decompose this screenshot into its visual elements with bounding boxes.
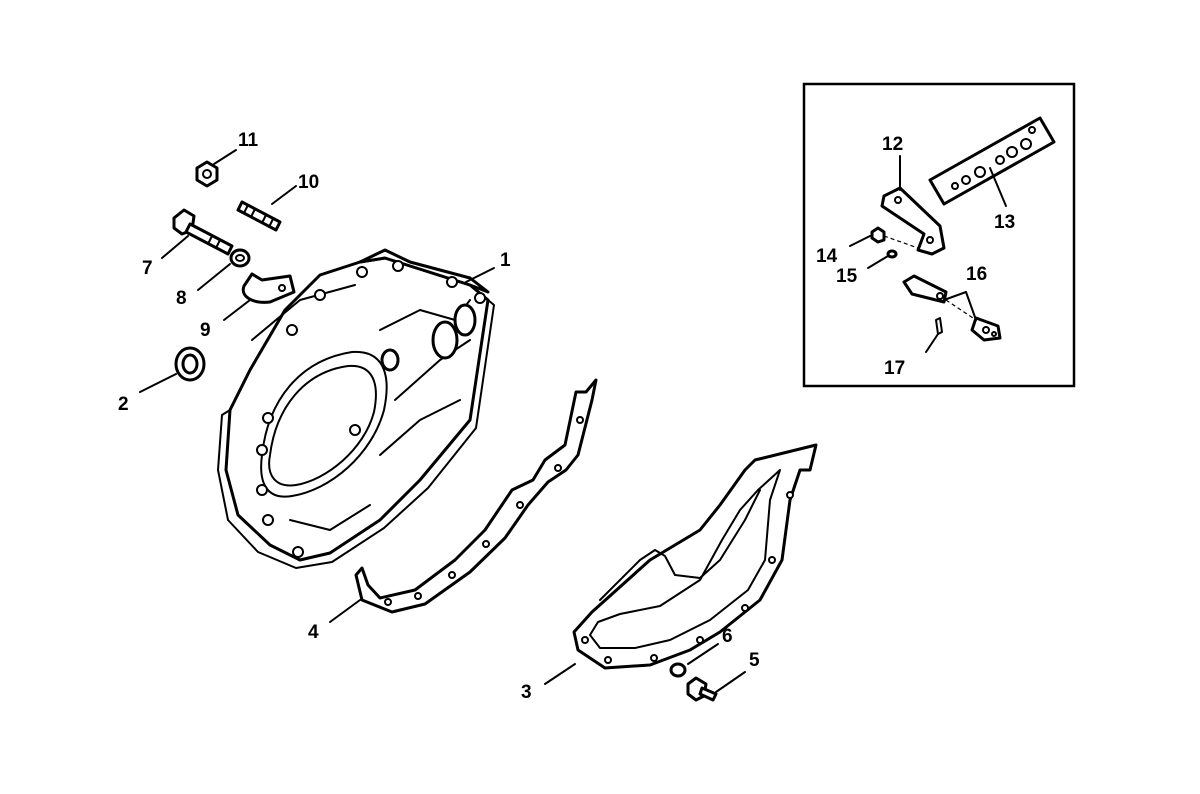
small-bolt <box>870 226 886 244</box>
callout-7: 7 <box>142 258 153 279</box>
callout-11: 11 <box>238 130 259 151</box>
leader-16b <box>965 291 977 321</box>
hardware-kit-card <box>928 116 1056 206</box>
callout-2: 2 <box>118 394 129 415</box>
leader-13 <box>989 167 1007 207</box>
callout-1: 1 <box>500 250 511 271</box>
hex-nut <box>195 160 219 188</box>
leader-2 <box>139 373 177 393</box>
leader-5 <box>715 671 746 693</box>
cover-plate <box>572 443 818 670</box>
leader-7 <box>161 235 189 259</box>
leader-3 <box>544 663 576 685</box>
leader-9 <box>223 299 251 321</box>
callout-labels: 1 2 3 4 5 6 7 8 9 10 11 12 13 14 15 16 1… <box>118 130 1015 703</box>
inset-detail-frame <box>802 82 1076 388</box>
callout-3: 3 <box>521 682 532 703</box>
cable-clamp <box>241 272 296 304</box>
small-washer <box>669 662 687 678</box>
callout-9: 9 <box>200 320 211 341</box>
leader-11 <box>213 149 237 165</box>
leader-16a <box>943 291 967 301</box>
mounting-bracket <box>880 186 946 256</box>
flywheel-housing <box>217 248 495 569</box>
small-lock-washer <box>886 249 898 259</box>
callout-14: 14 <box>816 246 838 267</box>
leader-17 <box>925 333 939 353</box>
leader-1 <box>465 267 495 283</box>
callout-16: 16 <box>966 264 987 285</box>
housing-gasket <box>354 378 598 614</box>
leader-15 <box>867 255 889 269</box>
spring-pin <box>935 317 943 335</box>
stud-bolt <box>236 200 282 232</box>
leader-14 <box>849 235 871 247</box>
leader-6 <box>687 643 719 665</box>
callout-13: 13 <box>994 212 1015 233</box>
callout-8: 8 <box>176 288 187 309</box>
callout-17: 17 <box>884 358 905 379</box>
leader-4 <box>329 599 361 623</box>
callout-10: 10 <box>298 172 319 193</box>
leader-8 <box>197 263 231 291</box>
callout-15: 15 <box>836 266 858 287</box>
callout-4: 4 <box>308 622 319 643</box>
callout-6: 6 <box>722 626 733 647</box>
callout-12: 12 <box>882 134 903 155</box>
hex-bolt <box>172 208 234 256</box>
lock-washer <box>229 248 251 268</box>
cap-screw <box>686 676 718 702</box>
leader-lines <box>139 149 1007 693</box>
seal-ring <box>174 346 206 382</box>
linkage-arm <box>902 274 1002 342</box>
leader-10 <box>271 185 297 205</box>
callout-5: 5 <box>749 650 760 671</box>
